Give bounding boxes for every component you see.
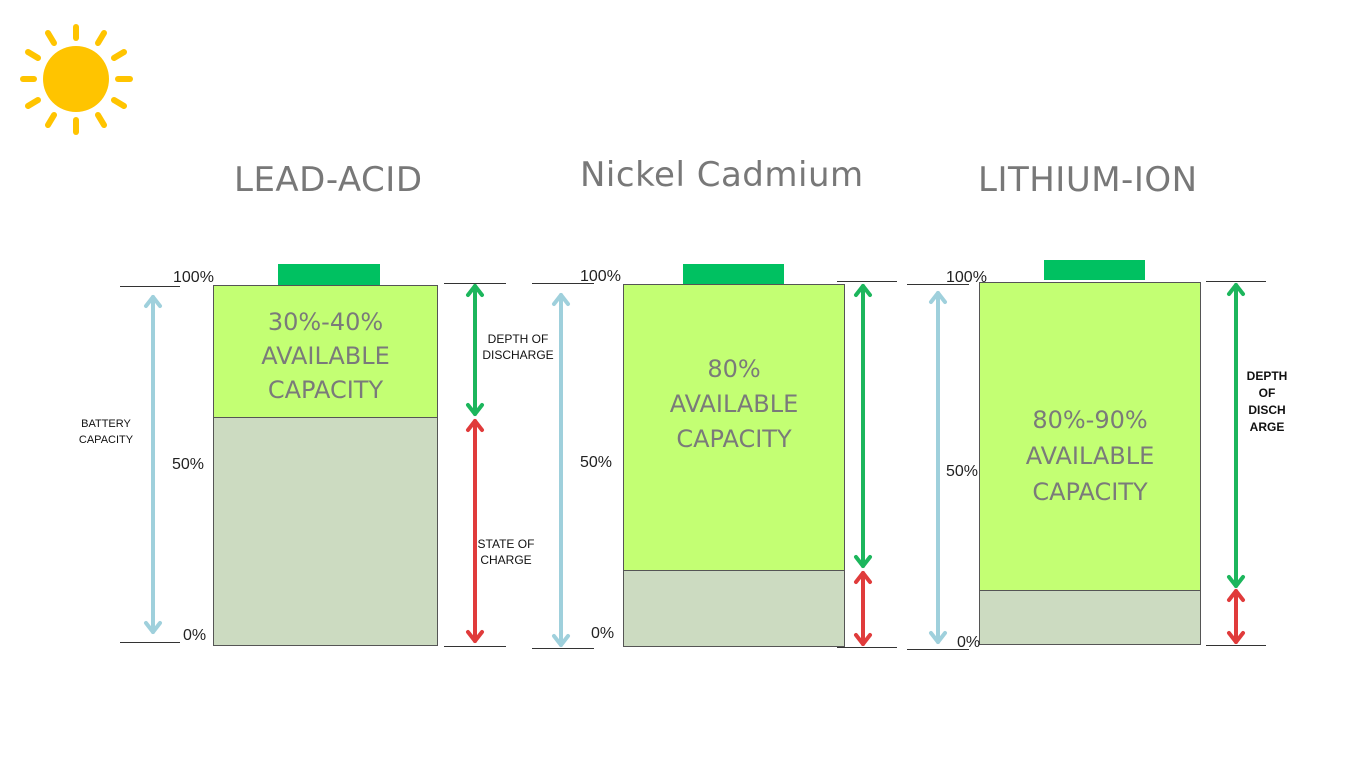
state-of-charge-arrow — [1227, 589, 1245, 644]
lithium-ion-reserve-section — [979, 590, 1201, 645]
depth-of-discharge-arrow — [854, 284, 872, 568]
lead-acid-bottom-rule-right — [444, 646, 506, 647]
capacity-line: CAPACITY — [676, 425, 792, 453]
state-of-charge-arrow — [854, 571, 872, 646]
lithium-ion-scale-50: 50% — [946, 463, 979, 480]
nickel-cadmium-available-section — [623, 284, 845, 572]
lithium-ion-bottom-rule-right — [1206, 645, 1266, 646]
capacity-line: CAPACITY — [267, 376, 384, 404]
nickel-cadmium-terminal — [683, 264, 784, 284]
nickel-cadmium-scale-50: 50% — [580, 454, 613, 471]
capacity-line: CAPACITY — [1032, 478, 1148, 506]
depth-of-discharge-arrow — [466, 284, 484, 416]
nickel-cadmium-bottom-rule-right — [837, 647, 897, 648]
lead-acid-terminal — [278, 264, 380, 285]
capacity-line: 80% — [707, 355, 761, 383]
lithium-ion-bottom-rule-left — [907, 649, 969, 650]
lead-acid-top-rule-right — [444, 283, 506, 284]
nickel-cadmium-title: Nickel Cadmium — [580, 155, 864, 195]
lead-acid-scale-100: 100% — [173, 269, 214, 286]
capacity-line: 80%-90% — [1032, 406, 1148, 434]
nickel-cadmium-scale-100: 100% — [580, 268, 621, 285]
lead-acid-reserve-section — [213, 417, 438, 646]
capacity-arrow — [929, 291, 947, 644]
nickel-cadmium-reserve-section — [623, 570, 845, 647]
lead-acid-top-rule-left — [120, 286, 180, 287]
capacity-arrow — [552, 293, 570, 647]
lithium-ion-top-rule-left — [907, 284, 969, 285]
depth-of-discharge-arrow — [1227, 283, 1245, 588]
capacity-line: AVAILABLE — [261, 342, 390, 370]
lithium-ion-scale-0: 0% — [957, 634, 981, 651]
state-of-charge-arrow — [466, 419, 484, 643]
lithium-ion-dod-label: DEPTH OF DISCH ARGE — [1246, 369, 1288, 434]
lead-acid-scale-0: 0% — [183, 627, 207, 644]
lead-acid-available-section — [213, 285, 438, 418]
lead-acid-scale-50: 50% — [172, 456, 205, 473]
nickel-cadmium-top-rule-right — [837, 281, 897, 282]
capacity-line: 30%-40% — [267, 308, 384, 336]
state-of-charge-label: STATE OF CHARGE — [477, 537, 535, 567]
lithium-ion-top-rule-right — [1206, 281, 1266, 282]
lithium-ion-terminal — [1044, 260, 1145, 280]
lithium-ion-capacity-text: 80%-90% AVAILABLE CAPACITY — [979, 402, 1201, 510]
lithium-ion-scale-100: 100% — [946, 269, 987, 286]
lead-acid-bottom-rule-left — [120, 642, 180, 643]
lithium-ion-available-section — [979, 282, 1201, 592]
depth-of-discharge-label: DEPTH OF DISCHARGE — [482, 332, 554, 362]
lithium-ion-title: LITHIUM-ION — [978, 160, 1198, 200]
battery-capacity-label: BATTERY CAPACITY — [78, 418, 134, 446]
lead-acid-title: LEAD-ACID — [234, 160, 423, 200]
sun-icon — [20, 24, 133, 135]
nickel-cadmium-bottom-rule-left — [532, 648, 594, 649]
capacity-line: AVAILABLE — [669, 390, 799, 418]
lead-acid-capacity-text: 30%-40% AVAILABLE CAPACITY — [213, 305, 438, 407]
capacity-line: AVAILABLE — [1025, 442, 1155, 470]
nickel-cadmium-capacity-text: 80% AVAILABLE CAPACITY — [623, 352, 845, 457]
nickel-cadmium-top-rule-left — [532, 283, 594, 284]
nickel-cadmium-scale-0: 0% — [591, 625, 615, 642]
capacity-arrow — [144, 295, 162, 634]
